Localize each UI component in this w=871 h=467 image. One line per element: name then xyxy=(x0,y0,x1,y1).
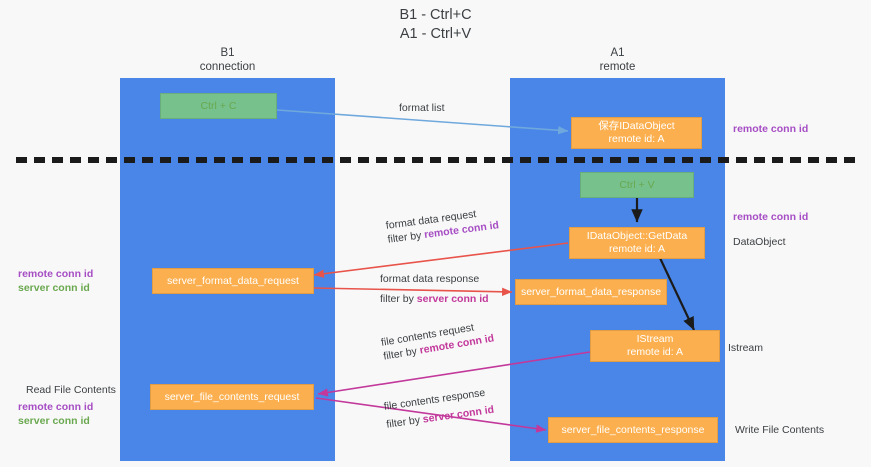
edge-label-file-contents-response: file contents response filter by server … xyxy=(383,385,495,432)
title-line-2: A1 - Ctrl+V xyxy=(399,26,472,42)
edge-label-filter-by-prefix-4: filter by xyxy=(385,413,424,431)
annotation-left-server-conn-id-1: server conn id xyxy=(18,281,90,294)
edge-label-file-contents-request: file contents request filter by remote c… xyxy=(380,318,495,364)
node-server-file-contents-request-label: server_file_contents_request xyxy=(164,390,300,403)
node-server-format-data-request-label: server_format_data_request xyxy=(167,274,299,287)
edge-label-format-data-response-line1: format data response xyxy=(380,273,480,285)
node-server-format-data-request[interactable]: server_format_data_request xyxy=(152,268,314,294)
edge-label-format-data-response: format data response filter by server co… xyxy=(380,272,489,306)
node-ctrl-v[interactable]: Ctrl + V xyxy=(580,172,694,198)
node-ctrl-c-label: Ctrl + C xyxy=(200,99,237,112)
node-server-file-contents-response[interactable]: server_file_contents_response xyxy=(548,417,718,443)
edge-label-server-conn-id-1: server conn id xyxy=(416,293,489,305)
node-idataobject-getdata-title: IDataObject::GetData xyxy=(586,230,688,242)
node-save-idataobject[interactable]: 保存IDataObject remote id: A xyxy=(571,117,702,149)
node-server-format-data-response-label: server_format_data_response xyxy=(520,285,662,298)
title-line-1: B1 - Ctrl+C xyxy=(399,7,472,23)
annotation-dataobject: DataObject xyxy=(733,236,786,250)
annotation-left-server-conn-id-2: server conn id xyxy=(18,414,90,427)
node-ctrl-c[interactable]: Ctrl + C xyxy=(160,93,277,119)
annotation-write-file-contents: Write File Contents xyxy=(735,424,824,438)
lane-header-a1-name: A1 xyxy=(610,47,625,59)
annotation-write-file-contents-text: Write File Contents xyxy=(735,424,825,436)
edge-label-format-list-text: format list xyxy=(399,102,445,114)
edge-label-format-list: format list xyxy=(399,101,445,115)
edge-label-format-data-request: format data request filter by remote con… xyxy=(385,204,500,246)
node-istream-remote-id: remote id: A xyxy=(626,346,684,358)
annotation-left-conn-ids-upper: remote conn id server conn id xyxy=(18,268,93,295)
edge-label-filter-by-prefix-2: filter by xyxy=(380,293,417,305)
lane-header-a1-sub: remote xyxy=(599,61,636,73)
node-save-idataobject-remote-id: remote id: A xyxy=(608,133,665,145)
annotation-dataobject-text: DataObject xyxy=(733,236,786,248)
annotation-remote-conn-id-top: remote conn id xyxy=(733,123,808,137)
edge-label-filter-by-prefix-1: filter by xyxy=(386,229,425,246)
annotation-left-conn-ids-lower: remote conn id server conn id xyxy=(18,401,93,428)
node-idataobject-getdata[interactable]: IDataObject::GetData remote id: A xyxy=(569,227,705,259)
node-server-format-data-response[interactable]: server_format_data_response xyxy=(515,279,667,305)
page-title: B1 - Ctrl+C A1 - Ctrl+V xyxy=(0,6,871,44)
node-server-file-contents-request[interactable]: server_file_contents_request xyxy=(150,384,314,410)
lane-header-a1: A1 remote xyxy=(510,46,725,74)
node-server-file-contents-response-label: server_file_contents_response xyxy=(561,423,705,436)
annotation-remote-conn-id-mid-text: remote conn id xyxy=(733,211,809,223)
lane-header-b1: B1 connection xyxy=(120,46,335,74)
node-save-idataobject-title: 保存IDataObject xyxy=(598,120,675,132)
node-istream[interactable]: IStream remote id: A xyxy=(590,330,720,362)
annotation-remote-conn-id-top-text: remote conn id xyxy=(733,123,809,135)
annotation-left-remote-conn-id-2: remote conn id xyxy=(18,401,94,413)
node-istream-title: IStream xyxy=(636,333,674,345)
annotation-left-remote-conn-id-1: remote conn id xyxy=(18,268,94,280)
annotation-istream-text: Istream xyxy=(728,342,764,354)
annotation-remote-conn-id-mid: remote conn id xyxy=(733,211,808,225)
node-idataobject-getdata-remote-id: remote id: A xyxy=(608,243,666,255)
annotation-read-file-contents-text: Read File Contents xyxy=(26,384,116,396)
lane-header-b1-sub: connection xyxy=(199,61,256,73)
annotation-istream: Istream xyxy=(728,342,763,356)
annotation-read-file-contents: Read File Contents xyxy=(26,384,116,398)
lane-header-b1-name: B1 xyxy=(220,47,235,59)
node-ctrl-v-label: Ctrl + V xyxy=(619,178,655,191)
edge-label-format-data-response-line2: filter by server conn id xyxy=(380,292,489,306)
